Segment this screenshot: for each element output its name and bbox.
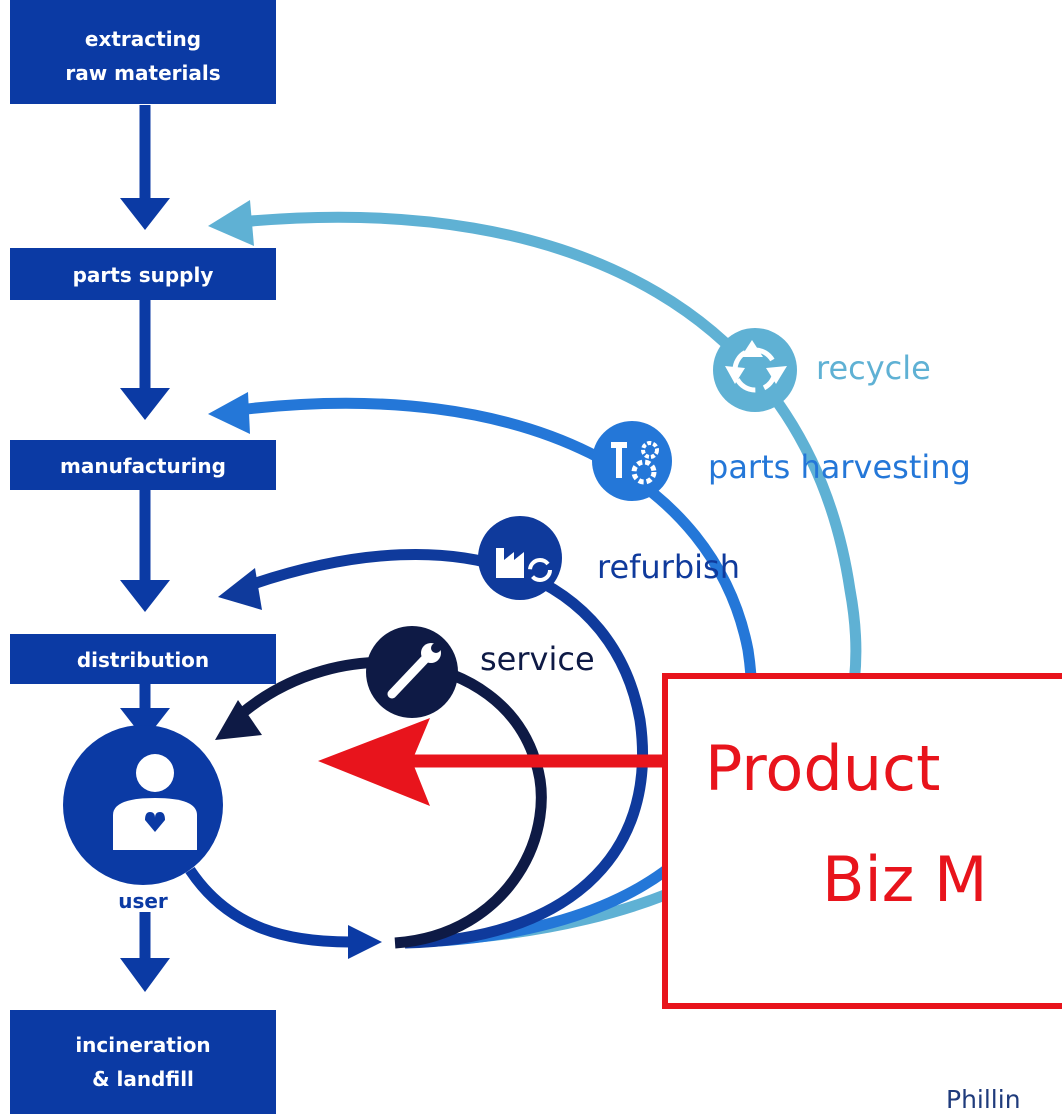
loop-label-parts-harvesting: parts harvesting bbox=[708, 448, 971, 486]
stage-manufacturing: manufacturing bbox=[10, 440, 276, 490]
callout-text-line2: Biz M bbox=[822, 843, 988, 916]
stage-label-line1: incineration bbox=[75, 1033, 210, 1057]
callout-text-line1: Product bbox=[705, 732, 940, 805]
callout-box: Product Biz M bbox=[662, 673, 1062, 1009]
loop-parts-harvesting: parts harvesting bbox=[208, 392, 971, 948]
loop-label-service: service bbox=[480, 640, 595, 678]
loop-refurbish: refurbish bbox=[218, 516, 740, 949]
recycle-icon bbox=[713, 328, 797, 412]
stage-user: user bbox=[63, 725, 223, 913]
stage-label: parts supply bbox=[73, 263, 214, 287]
stage-parts-supply: parts supply bbox=[10, 248, 276, 300]
stage-label: manufacturing bbox=[60, 454, 226, 478]
credit-text: Phillin bbox=[946, 1085, 1021, 1114]
loop-label-recycle: recycle bbox=[816, 349, 931, 387]
stage-label-line2: raw materials bbox=[65, 61, 220, 85]
callout-arrow bbox=[318, 718, 680, 806]
user-output-arrow bbox=[185, 866, 382, 959]
stage-label-line2: & landfill bbox=[92, 1067, 194, 1091]
main-flow-arrows bbox=[120, 105, 170, 992]
loop-service: service bbox=[215, 626, 595, 949]
heart-icon bbox=[145, 812, 165, 832]
stage-incineration-landfill: incineration & landfill bbox=[10, 1010, 276, 1114]
stage-extracting-raw-materials: extracting raw materials bbox=[10, 0, 276, 104]
tools-gear-icon bbox=[592, 421, 672, 501]
stage-label: distribution bbox=[77, 648, 209, 672]
stage-label-line1: extracting bbox=[85, 27, 201, 51]
wrench-icon bbox=[366, 626, 458, 718]
stage-label-user: user bbox=[118, 889, 168, 913]
loop-label-refurbish: refurbish bbox=[597, 548, 740, 586]
loop-recycle: recycle bbox=[208, 200, 931, 946]
factory-refresh-icon bbox=[478, 516, 562, 600]
stage-distribution: distribution bbox=[10, 634, 276, 684]
